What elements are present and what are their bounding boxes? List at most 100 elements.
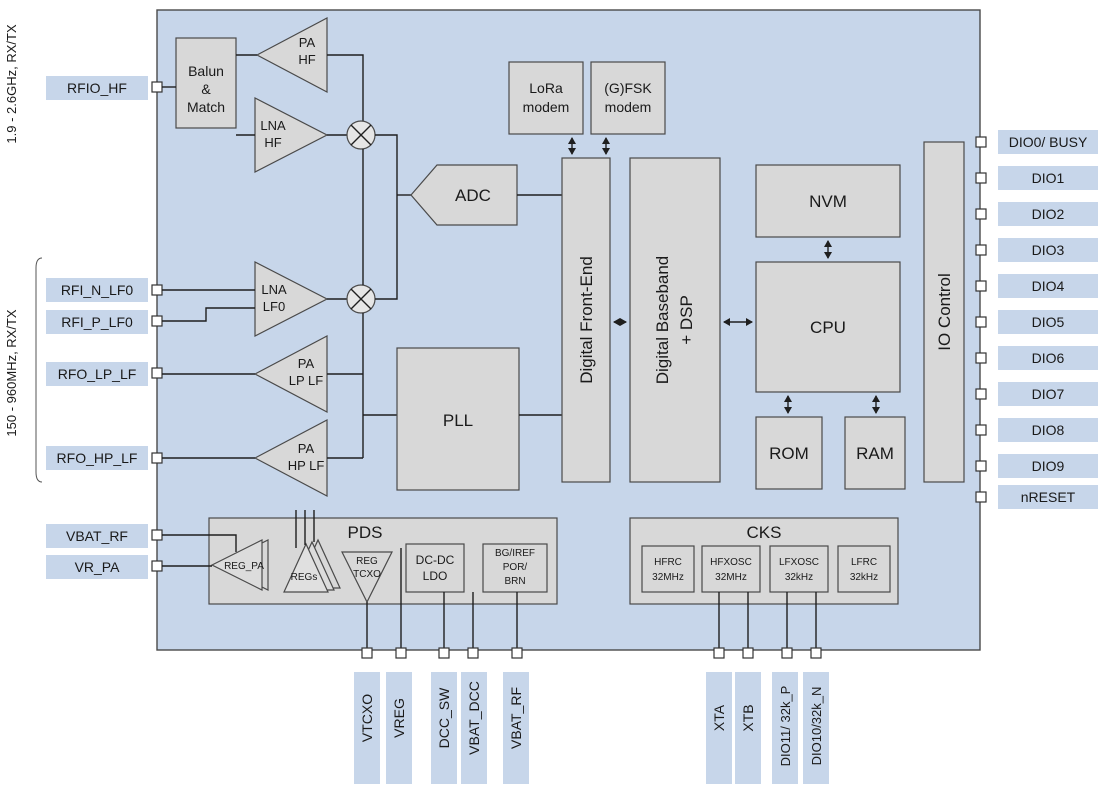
pin-label: DIO7 [1032,386,1065,402]
pin-pad [975,208,987,220]
regs-shape [283,542,329,593]
reg-tcxo-shape [341,551,393,604]
block-label: + DSP [677,295,696,345]
block-label: CKS [747,523,782,542]
pin-label: DIO5 [1032,314,1065,330]
pin-label: DIO10/32k_N [809,687,824,766]
pin-label: DIO6 [1032,350,1065,366]
wire [327,54,364,122]
pin-pad [151,529,163,541]
pin-label: RFI_P_LF0 [61,314,133,330]
pin-label: XTB [740,704,756,731]
balun-match-block [175,37,237,129]
pin-label: nRESET [1021,489,1076,505]
mixer-cross [350,124,372,146]
rom-block [755,416,823,490]
block-label: PA [299,35,316,50]
reg-pa-shape [210,539,263,591]
pin-pad [975,280,987,292]
block-label: Match [187,99,225,115]
block-label: HF [264,135,281,150]
pin-label: DIO0/ BUSY [1009,134,1088,150]
wire [162,307,255,322]
pin-pad [975,244,987,256]
block-label: LFXOSC [779,557,819,568]
block-label: 32MHz [715,572,747,583]
pin-label: VBAT_RF [66,528,128,544]
pin-label: VREG [391,698,407,738]
band-bracket-lf [35,257,43,483]
block-label: modem [523,99,570,115]
gfsk-modem-block [590,61,666,135]
hfrc-block [641,545,695,593]
pin-label: DIO11/ 32k_P [778,686,793,767]
pin-label: DIO9 [1032,458,1065,474]
block-label: Digital Front-End [577,256,596,384]
block-label: HP LF [288,458,325,473]
lfxosc-block [769,545,829,593]
block-label: HFXOSC [710,557,752,568]
block-label: Balun [188,63,224,79]
block-label: LP LF [289,373,324,388]
wire [295,510,315,548]
right-pins: DIO0/ BUSY DIO1 DIO2 DIO3 DIO4 DIO5 DIO6… [998,130,1098,509]
pin-label: RFI_N_LF0 [61,282,134,298]
block-label: BG/IREF [495,548,535,559]
band-label-hf: 1.9 - 2.6GHz, RX/TX [4,24,19,144]
pin-pad [975,316,987,328]
io-control-block [923,141,965,483]
block-label: modem [605,99,652,115]
lna-lf0-amplifier [254,261,329,337]
block-label: Digital Baseband [653,256,672,385]
pin-pad [975,460,987,472]
wire [162,534,237,552]
mixer-cross [350,288,372,310]
pin-pad [781,647,793,659]
block-label: PDS [348,523,383,542]
block-label: REG [356,556,378,567]
block-label: HFRC [654,557,682,568]
bottom-pin-pads [361,647,822,659]
block-label: LF0 [263,299,285,314]
right-pin-pads [975,136,987,503]
block-label: 32MHz [652,572,684,583]
pin-pad [511,647,523,659]
lora-modem-block [508,61,584,135]
pin-pad [151,560,163,572]
block-label: CPU [810,318,846,337]
pin-pad [151,452,163,464]
block-label: PA [298,441,315,456]
digital-front-end-block [561,157,611,483]
block-label: BRN [504,576,525,587]
pin-label: RFO_LP_LF [58,366,137,382]
pin-pad [151,367,163,379]
pin-pad [975,172,987,184]
block-label: POR/ [503,562,528,573]
block-label: ADC [455,186,491,205]
block-label: REG_PA [224,561,264,572]
dcdc-ldo-block [405,543,465,593]
block-label: LoRa [529,80,563,96]
pin-label: DIO2 [1032,206,1065,222]
cpu-block [755,261,901,393]
block-label: REGs [291,572,318,583]
pin-label: DIO3 [1032,242,1065,258]
pin-label: DIO8 [1032,422,1065,438]
pin-pad [975,352,987,364]
ram-block [844,416,906,490]
band-label-lf: 150 - 960MHz, RX/TX [4,309,19,436]
block-label: TCXO [353,569,381,580]
pin-pad [467,647,479,659]
block-label: LDO [423,569,448,583]
pin-pad [151,81,163,93]
pin-label: VTCXO [359,694,375,742]
pin-label: DIO4 [1032,278,1065,294]
block-label: RAM [856,444,894,463]
pin-pad [713,647,725,659]
pin-pad [361,647,373,659]
wire [375,134,398,300]
block-label: ROM [769,444,809,463]
pll-block [396,347,520,491]
nvm-block [755,164,901,238]
